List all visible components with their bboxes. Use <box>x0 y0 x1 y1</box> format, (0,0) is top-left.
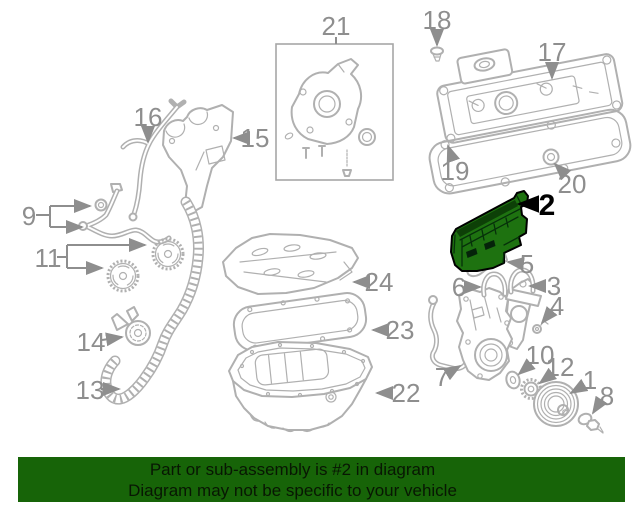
part-label-9[interactable]: 9 <box>22 201 36 231</box>
part-label-16[interactable]: 16 <box>134 102 163 132</box>
part-art-gasket-19 <box>428 108 632 195</box>
part-art-bolt-4 <box>532 317 549 334</box>
part-art-valve-cover-17 <box>436 48 624 144</box>
part-label-19[interactable]: 19 <box>441 156 470 186</box>
part-label-1[interactable]: 1 <box>583 365 597 395</box>
part-art-tube-9 <box>78 183 172 245</box>
part-label-22[interactable]: 22 <box>392 378 421 408</box>
part-art-washer-10 <box>505 370 521 390</box>
part-art-bolt-8 <box>577 412 604 434</box>
highlighted-part-2[interactable] <box>450 190 529 272</box>
part-art-timing-belt-13 <box>100 196 204 405</box>
part-art-pulley-1 <box>533 381 579 427</box>
part-art-harness-16 <box>120 98 187 222</box>
part-art-tensioner-14 <box>111 306 151 346</box>
part-label-11[interactable]: 11 <box>35 243 62 273</box>
part-label-20[interactable]: 20 <box>558 169 587 199</box>
banner-line1: Part or sub-assembly is #2 in diagram <box>149 460 436 479</box>
part-label-10[interactable]: 10 <box>526 340 555 370</box>
part-label-13[interactable]: 13 <box>76 375 105 405</box>
part-label-6[interactable]: 6 <box>452 272 466 302</box>
part-art-bolt-18 <box>430 46 444 62</box>
leader-lines <box>36 29 608 415</box>
part-label-2[interactable]: 2 <box>539 189 556 222</box>
part-label-15[interactable]: 15 <box>241 123 270 153</box>
part-label-5[interactable]: 5 <box>520 249 534 279</box>
part-label-14[interactable]: 14 <box>77 327 106 357</box>
part-art-seal-20 <box>542 148 560 166</box>
part-art-bracket-15 <box>162 104 234 213</box>
part-label-18[interactable]: 18 <box>423 5 452 35</box>
part-art-timing-cover-7 <box>428 287 513 381</box>
part-label-23[interactable]: 23 <box>386 315 415 345</box>
part-label-17[interactable]: 17 <box>538 37 567 67</box>
part-label-24[interactable]: 24 <box>365 267 394 297</box>
part-art-oil-pump-21 <box>275 43 394 181</box>
part-label-8[interactable]: 8 <box>600 381 614 411</box>
part-label-3[interactable]: 3 <box>547 271 561 301</box>
part-label-7[interactable]: 7 <box>435 362 449 392</box>
notice-banner: Part or sub-assembly is #2 in diagram Di… <box>18 457 625 502</box>
part-label-21[interactable]: 21 <box>322 11 351 41</box>
part-art-oil-pan-22 <box>228 341 373 433</box>
banner-line2: Diagram may not be specific to your vehi… <box>128 481 457 500</box>
part-art-baffle-24 <box>222 233 359 295</box>
part-labels: 1 2 3 4 5 6 7 8 9 10 11 12 13 14 15 16 1… <box>22 5 614 411</box>
part-label-12[interactable]: 12 <box>546 352 575 382</box>
part-art-sprockets-11 <box>106 237 185 293</box>
part-label-4[interactable]: 4 <box>550 291 564 321</box>
